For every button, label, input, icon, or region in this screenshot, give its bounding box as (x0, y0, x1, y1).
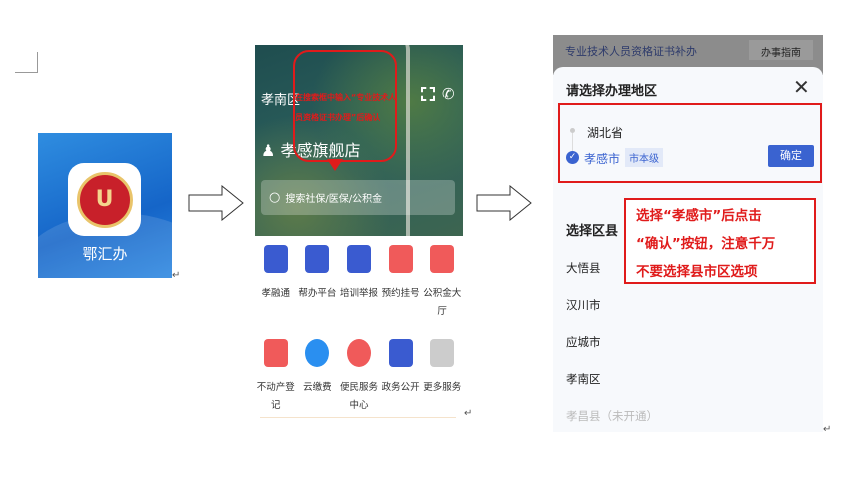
district-item: 孝昌县（未开通） (566, 409, 658, 423)
hero-banner: 孝南区 ✆ ♟ 孝感旗舰店 ○搜索社保/医保/公积金 在搜索框中输入“专业技术人… (255, 45, 463, 236)
property-pen-icon (263, 339, 288, 367)
district-heading: 选择区县 (566, 224, 619, 239)
annotation-text: 在搜索框中输入“专业技术人员资格证书办理”后确认 (295, 93, 397, 122)
service-label: 更多服务 (423, 382, 462, 393)
service-item[interactable]: 不动产登记 (255, 339, 297, 425)
service-grid: 孝融通帮办平台培训举报预约挂号公积金大厅不动产登记云缴费便民服务中心政务公开更多… (255, 245, 463, 425)
search-icon: ○ (269, 190, 281, 205)
service-item[interactable]: 更多服务 (421, 339, 463, 425)
note-line: “确认”按钮，注意千万 (636, 236, 776, 252)
guide-button[interactable]: 办事指南 (749, 40, 813, 60)
service-label: 政务公开 (381, 382, 420, 393)
service-item[interactable]: 孝融通 (255, 245, 297, 331)
stamp-icon (388, 339, 413, 367)
service-item[interactable]: 便民服务中心 (338, 339, 380, 425)
headset-icon (305, 245, 330, 273)
district-selector[interactable]: 孝南区 (261, 93, 301, 108)
more-grid-icon (430, 339, 455, 367)
note-line: 不要选择县市区选项 (636, 264, 758, 280)
selection-box: 湖北省 ✓ 孝感市 市本级 确定 (558, 103, 822, 183)
service-label: 便民服务中心 (339, 382, 378, 411)
return-mark: ↵ (172, 270, 181, 281)
service-label: 不动产登记 (256, 382, 295, 411)
return-mark: ↵ (464, 408, 473, 419)
district-item[interactable]: 汉川市 (566, 298, 601, 312)
star-pin-icon (346, 339, 371, 367)
building-coin-icon (263, 245, 288, 273)
city-item[interactable]: 孝感市 (584, 152, 621, 166)
service-item[interactable]: 云缴费 (297, 339, 339, 425)
step-line (572, 133, 573, 151)
annotation-bubble-tail (327, 159, 343, 171)
page-corner-mark (15, 52, 38, 73)
return-mark: ↵ (823, 424, 832, 435)
instruction-note: 选择“孝感市”后点击 “确认”按钮，注意千万 不要选择县市区选项 (624, 198, 816, 284)
service-label: 预约挂号 (381, 288, 420, 299)
cloud-pay-icon (305, 339, 330, 367)
arrow-right-icon (476, 185, 532, 221)
service-item[interactable]: 公积金大厅 (421, 245, 463, 331)
divider (260, 417, 456, 418)
phone-icon[interactable]: ✆ (442, 85, 455, 103)
store-icon: ♟ (261, 141, 276, 160)
ehuiban-app-icon[interactable]: U 鄂汇办 (38, 133, 172, 278)
service-label: 孝融通 (261, 288, 291, 299)
app-logo: U (76, 171, 133, 228)
search-placeholder: 搜索社保/医保/公积金 (285, 194, 383, 205)
app-tile: U (68, 163, 141, 236)
home-screen: 孝南区 ✆ ♟ 孝感旗舰店 ○搜索社保/医保/公积金 在搜索框中输入“专业技术人… (255, 45, 463, 418)
search-input[interactable]: ○ 搜索社保/医保/公积金 (261, 180, 455, 215)
district-item[interactable]: 应城市 (566, 335, 601, 349)
background-title: 专业技术人员资格证书补办 (565, 45, 697, 58)
close-icon[interactable]: ✕ (793, 75, 810, 99)
service-label: 云缴费 (303, 382, 332, 393)
hospital-icon (388, 245, 413, 273)
service-item[interactable]: 帮办平台 (297, 245, 339, 331)
service-label: 帮办平台 (298, 288, 337, 299)
service-item[interactable]: 培训举报 (338, 245, 380, 331)
annotation-bubble (293, 50, 397, 162)
service-item[interactable]: 预约挂号 (380, 245, 422, 331)
step-dot (570, 128, 575, 133)
arrow-right-icon (188, 185, 244, 221)
house-icon (430, 245, 455, 273)
city-level-tag[interactable]: 市本级 (625, 148, 663, 167)
note-line: 选择“孝感市”后点击 (636, 208, 762, 224)
app-name: 鄂汇办 (82, 245, 128, 263)
sheet-title: 请选择办理地区 (566, 84, 658, 99)
road-graphic (380, 45, 410, 236)
district-item[interactable]: 孝南区 (566, 372, 601, 386)
service-label: 公积金大厅 (423, 288, 462, 317)
check-icon: ✓ (566, 151, 579, 164)
district-item[interactable]: 大悟县 (566, 261, 601, 275)
confirm-button[interactable]: 确定 (768, 145, 814, 167)
service-item[interactable]: 政务公开 (380, 339, 422, 425)
phone-hand-icon (346, 245, 371, 273)
service-label: 培训举报 (339, 288, 378, 299)
province-item[interactable]: 湖北省 (587, 126, 624, 140)
scan-icon[interactable] (421, 87, 435, 101)
